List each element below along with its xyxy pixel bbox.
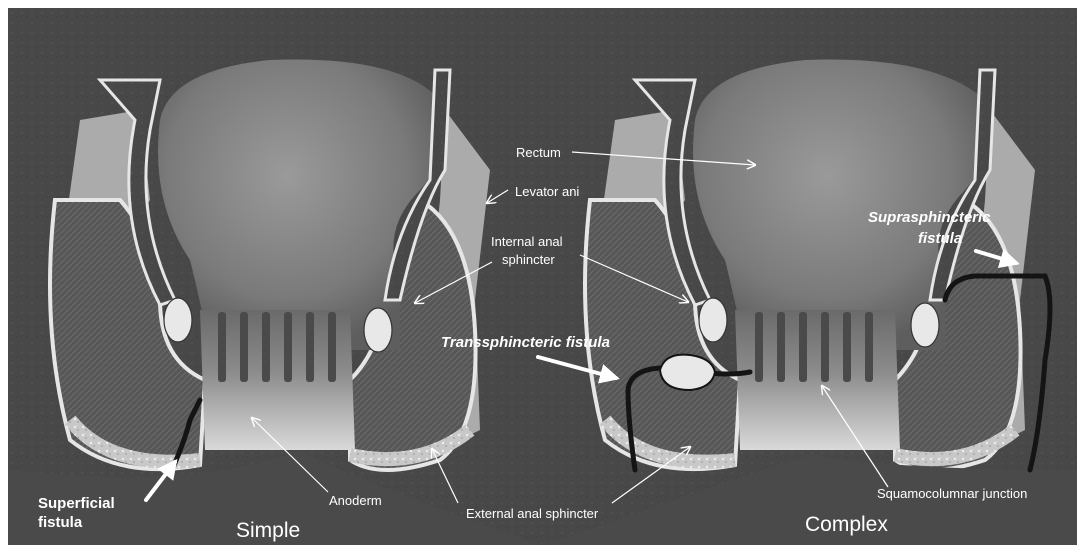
label-suprasphincteric-fistula-1: Suprasphincteric	[868, 209, 991, 226]
label-squamocolumnar-junction: Squamocolumnar junction	[877, 486, 1027, 501]
label-internal-anal-sphincter-1: Internal anal	[491, 234, 563, 249]
label-transsphincteric-fistula: Transsphincteric fistula	[441, 334, 610, 351]
label-external-anal-sphincter: External anal sphincter	[466, 506, 599, 521]
label-suprasphincteric-fistula-2: fistula	[918, 230, 962, 247]
caption-complex: Complex	[805, 513, 888, 536]
label-superficial-fistula-1: Superficial	[38, 495, 115, 512]
label-superficial-fistula-2: fistula	[38, 514, 83, 531]
label-levator-ani: Levator ani	[515, 184, 579, 199]
label-rectum: Rectum	[516, 145, 561, 160]
transsphincteric-abscess	[660, 355, 715, 390]
label-internal-anal-sphincter-2: sphincter	[502, 252, 555, 267]
label-anoderm: Anoderm	[329, 493, 382, 508]
caption-simple: Simple	[236, 519, 300, 542]
